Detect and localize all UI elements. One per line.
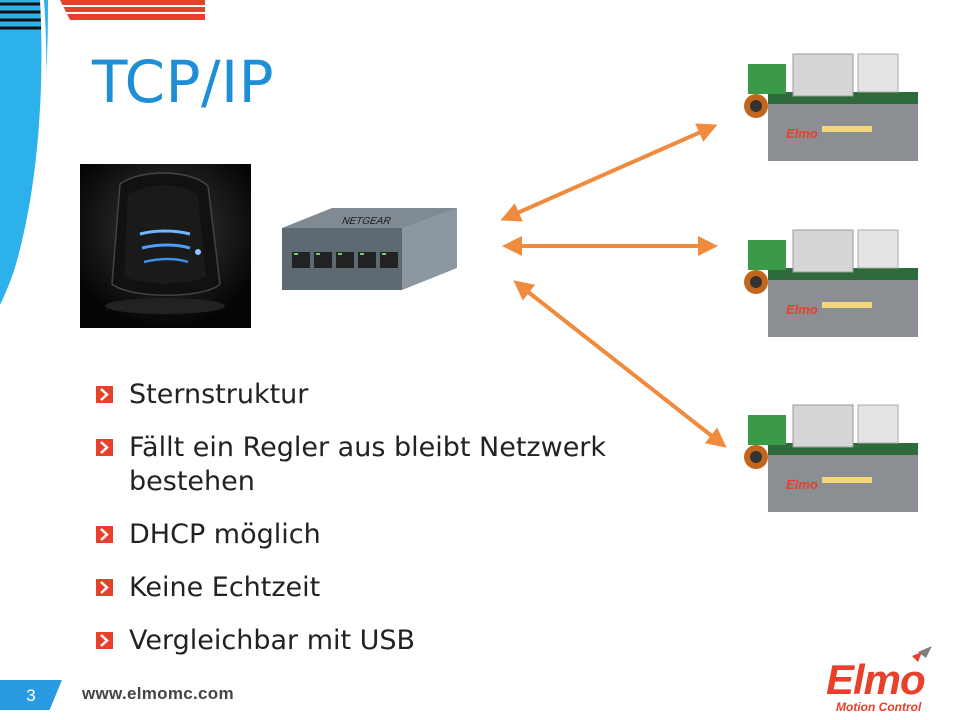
controller-brand-label: Elmo [786,302,818,317]
bullet-arrow-icon [96,439,113,456]
bullet-item: Sternstruktur [96,378,676,412]
bullet-item: DHCP möglich [96,518,676,552]
network-switch-image: NETGEAR [282,208,457,290]
footer-url: www.elmomc.com [82,684,234,703]
bullet-text: Keine Echtzeit [129,572,321,603]
slide-title: TCP/IP [92,48,275,116]
svg-text:NETGEAR: NETGEAR [340,216,392,227]
logo-mark-icon [912,646,932,662]
elmo-logo: Elmo Motion Control [826,646,936,716]
page-number: 3 [0,680,62,710]
servo-controller-image: Elmo [744,53,918,161]
bullet-arrow-icon [96,526,113,543]
controller-brand-label: Elmo [786,477,818,492]
bullet-arrow-icon [96,386,113,403]
logo-tagline: Motion Control [836,700,922,714]
servo-controller-image: Elmo [744,229,918,337]
bullet-text: Fällt ein Regler aus bleibt Netzwerk bes… [129,432,607,497]
servo-controller-image: Elmo [744,404,918,512]
bullet-list: Sternstruktur Fällt ein Regler aus bleib… [96,378,676,677]
arrow-to-controller-3 [513,280,727,448]
pc-image [80,164,251,328]
bullet-arrow-icon [96,579,113,596]
bullet-text: Vergleichbar mit USB [129,625,416,656]
bullet-arrow-icon [96,632,113,649]
bullet-item: Keine Echtzeit [96,571,676,605]
bullet-text: DHCP möglich [129,519,321,550]
bullet-text: Sternstruktur [129,379,309,410]
decorative-swoosh [0,0,205,310]
controller-brand-label: Elmo [786,126,818,141]
bullet-item: Fällt ein Regler aus bleibt Netzwerk bes… [96,431,676,499]
arrow-to-controller-1 [500,123,718,222]
bullet-item: Vergleichbar mit USB [96,624,676,658]
logo-name: Elmo [826,656,926,703]
